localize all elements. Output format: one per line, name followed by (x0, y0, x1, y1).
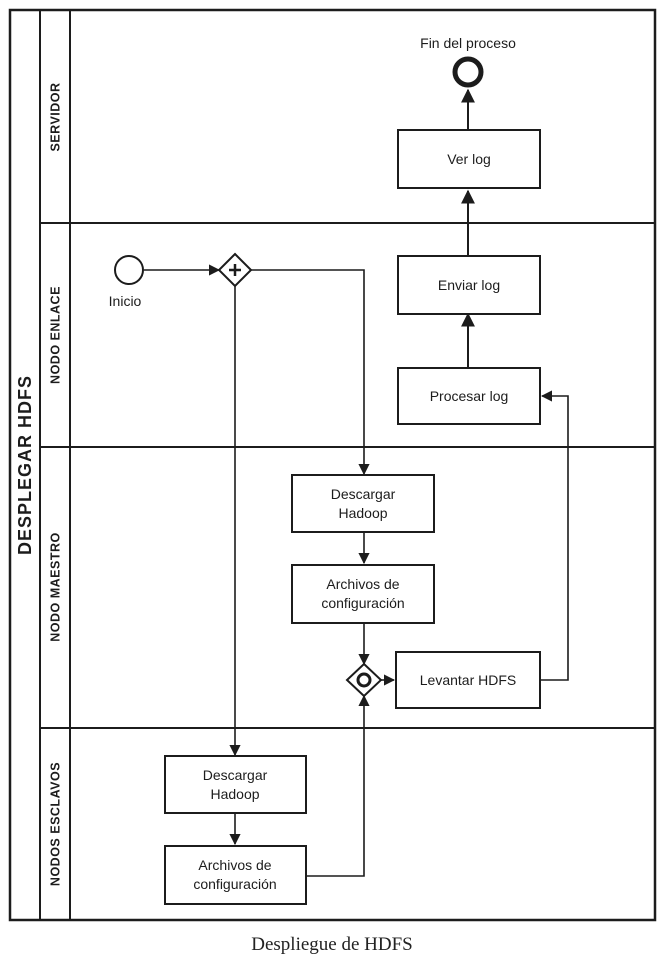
task-ver-log: Ver log (397, 129, 541, 189)
parallel-gateway-split (217, 252, 253, 288)
task-levantar-hdfs-label: Levantar HDFS (420, 672, 516, 688)
flow-archivos-esclavos-to-join (306, 694, 370, 877)
task-descargar-maestro-line-1: Descargar (331, 486, 396, 502)
task-enviar-log-label: Enviar log (438, 277, 500, 293)
task-procesar-log-label: Procesar log (430, 388, 509, 404)
task-levantar-hdfs: Levantar HDFS (395, 651, 541, 709)
lane-label-nodo-enlace: NODO ENLACE (48, 286, 62, 384)
pool-border (8, 8, 657, 922)
task-descargar-maestro-line-2: Hadoop (338, 505, 387, 521)
task-archivos-maestro-line-1: Archivos de (326, 576, 399, 592)
task-descargar-hadoop-esclavos: Descargar Hadoop (164, 755, 307, 814)
task-archivos-esclavos-line-2: configuración (193, 876, 276, 892)
lane-label-nodo-maestro: NODO MAESTRO (48, 532, 62, 641)
lane-label-nodos-esclavos: NODOS ESCLAVOS (48, 762, 62, 886)
task-ver-log-label: Ver log (447, 151, 491, 167)
pool-title: DESPLEGAR HDFS (15, 375, 35, 555)
lane-label-servidor: SERVIDOR (48, 82, 62, 151)
task-descargar-esclavos-line-1: Descargar (203, 767, 268, 783)
start-event-label: Inicio (109, 293, 142, 309)
end-event-circle (452, 56, 484, 88)
task-descargar-esclavos-line-2: Hadoop (210, 786, 259, 802)
task-archivos-maestro-line-2: configuración (321, 595, 404, 611)
flow-gateway-to-descargar-maestro (248, 269, 370, 476)
task-procesar-log: Procesar log (397, 367, 541, 425)
bpmn-diagram: DESPLEGAR HDFS SERVIDOR NODO ENLACE NODO… (8, 8, 657, 922)
task-enviar-log: Enviar log (397, 255, 541, 315)
start-event-circle (114, 255, 144, 285)
figure-caption: Despliegue de HDFS (251, 934, 413, 955)
inclusive-gateway-join (345, 662, 383, 698)
task-archivos-configuracion-esclavos: Archivos de configuración (164, 845, 307, 905)
flow-levantar-to-procesar (540, 390, 569, 681)
task-archivos-configuracion-maestro: Archivos de configuración (291, 564, 435, 624)
task-descargar-hadoop-maestro: Descargar Hadoop (291, 474, 435, 533)
end-event-label: Fin del proceso (420, 35, 516, 51)
task-archivos-esclavos-line-1: Archivos de (198, 857, 271, 873)
